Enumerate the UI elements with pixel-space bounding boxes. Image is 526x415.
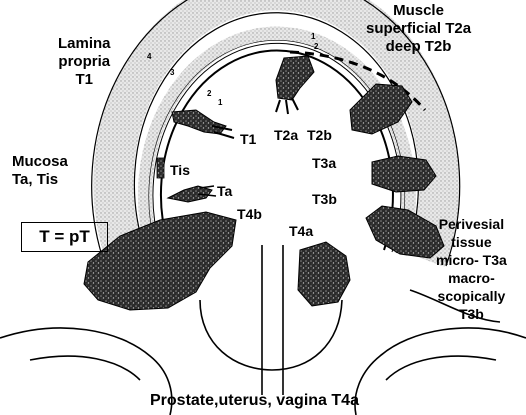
tumor-t2a	[276, 56, 314, 114]
ring-number-2: 2	[207, 90, 211, 98]
stage-label-t2a: T2a	[274, 126, 298, 144]
ring-number-1: 1	[218, 99, 222, 107]
tumor-t4a	[298, 242, 350, 306]
t-equals-pt-box: T = pT	[21, 222, 108, 252]
perivesial-label: Perivesial tissue micro- T3a macro- scop…	[436, 215, 507, 323]
mucosa-line-1: Mucosa	[12, 153, 68, 171]
ring-number-1-top: 1	[311, 33, 315, 41]
lamina-line-3: T1	[58, 71, 111, 89]
stage-label-t4b: T4b	[237, 205, 262, 223]
stage-label-t1: T1	[240, 130, 256, 148]
stage-label-ta: Ta	[217, 182, 232, 200]
urethra	[262, 245, 283, 395]
tumor-t1	[172, 110, 234, 138]
perivesial-line-6: T3b	[436, 305, 507, 323]
tumor-ta	[168, 186, 216, 202]
ring-number-4: 4	[147, 53, 151, 61]
mucosa-line-2: Ta, Tis	[12, 171, 68, 189]
lamina-line-1: Lamina	[58, 35, 111, 53]
stage-label-t2b: T2b	[307, 126, 332, 144]
perivesial-line-2: tissue	[436, 233, 507, 251]
lamina-line-2: propria	[58, 53, 111, 71]
organs-t4a-label: Prostate,uterus, vagina T4a	[150, 392, 359, 410]
mucosa-label: Mucosa Ta, Tis	[12, 153, 68, 189]
ring-number-3: 3	[170, 69, 174, 77]
muscle-line-1: Muscle	[366, 2, 471, 20]
muscle-line-3: deep T2b	[366, 38, 471, 56]
perivesial-line-5: scopically	[436, 287, 507, 305]
tumor-tis	[157, 158, 164, 178]
perivesial-line-4: macro-	[436, 269, 507, 287]
lamina-propria-label: Lamina propria T1	[58, 35, 111, 89]
stage-label-t3b: T3b	[312, 190, 337, 208]
ring-number-2-top: 2	[314, 43, 318, 51]
perivesial-line-3: micro- T3a	[436, 251, 507, 269]
stage-label-t3a: T3a	[312, 154, 336, 172]
muscle-line-2: superficial T2a	[366, 20, 471, 38]
perivesial-line-1: Perivesial	[436, 215, 507, 233]
stage-label-tis: Tis	[170, 161, 190, 179]
stage-label-t4a: T4a	[289, 222, 313, 240]
muscle-label: Muscle superficial T2a deep T2b	[366, 2, 471, 56]
tumor-t3a	[372, 156, 436, 192]
